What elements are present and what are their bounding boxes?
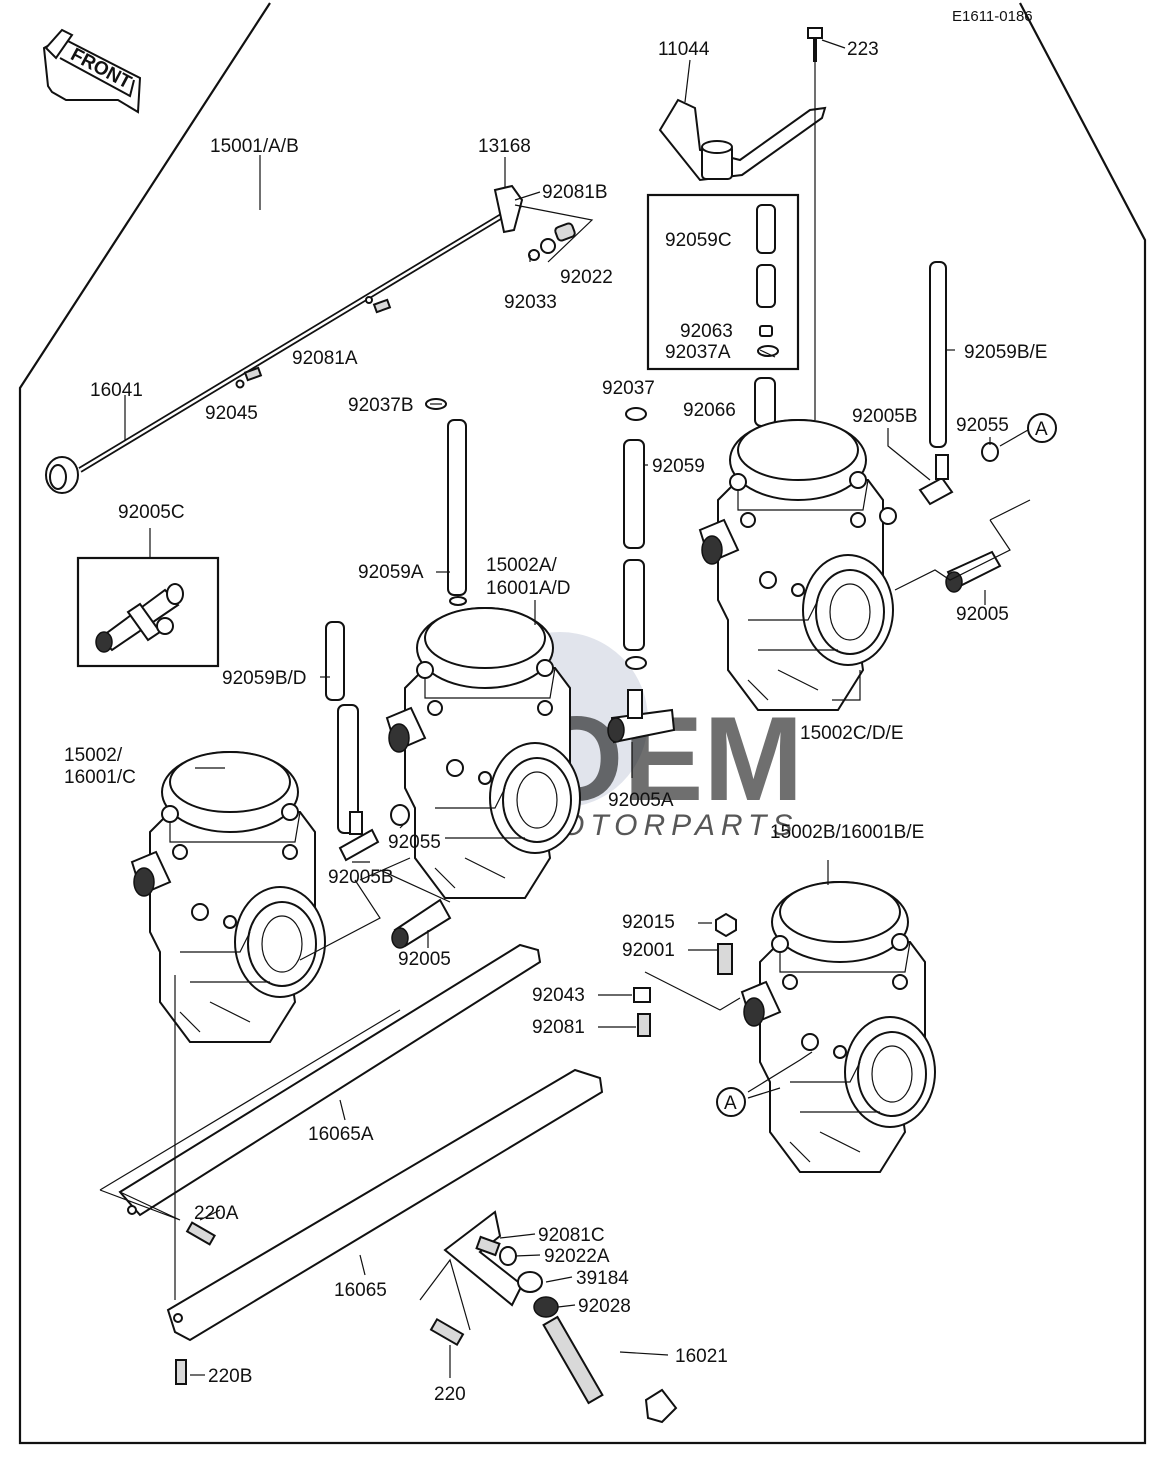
label-92045: 92045 (205, 403, 258, 424)
label-92055-top: 92055 (956, 415, 1009, 436)
label-92059BE: 92059B/E (964, 342, 1047, 363)
carburetor-center (386, 607, 581, 899)
label-92037A: 92037A (665, 342, 731, 363)
label-92043: 92043 (532, 985, 585, 1006)
label-92081: 92081 (532, 1017, 585, 1038)
label-13168: 13168 (478, 136, 531, 157)
label-16001AD: 16001A/D (486, 578, 571, 599)
carburetor-bottom-right (741, 881, 936, 1173)
label-92081B: 92081B (542, 182, 608, 203)
fittings (338, 442, 1002, 949)
label-220: 220 (434, 1384, 466, 1405)
label-15002A: 15002A/ (486, 555, 558, 576)
cable-bracket (658, 98, 827, 182)
label-92059A: 92059A (358, 562, 424, 583)
label-92005A: 92005A (608, 790, 674, 811)
label-92081C: 92081C (538, 1225, 605, 1246)
label-ref-a-bottom: A (724, 1093, 737, 1114)
label-11044: 11044 (658, 39, 710, 60)
carburetor-left (131, 751, 326, 1043)
hose-kit-box (646, 193, 800, 371)
label-92055-mid: 92055 (388, 832, 441, 853)
screw-223 (807, 27, 823, 420)
reference-a-top (1027, 413, 1057, 443)
label-15002: 15002/ (64, 745, 123, 766)
label-92001: 92001 (622, 940, 675, 961)
lever-13168 (493, 184, 576, 261)
label-92059BD: 92059B/D (222, 668, 307, 689)
tee-joint-92005C (95, 583, 184, 653)
tee-joint-box (76, 556, 220, 668)
label-92033: 92033 (504, 292, 557, 313)
label-92037B: 92037B (348, 395, 414, 416)
label-15002CDE: 15002C/D/E (800, 723, 904, 744)
label-92022: 92022 (560, 267, 613, 288)
small-spring-92081A (235, 296, 392, 389)
label-92081A: 92081A (292, 348, 358, 369)
label-92028: 92028 (578, 1296, 631, 1317)
label-92059: 92059 (652, 456, 705, 477)
front-arrow-icon: FRONT (42, 28, 142, 114)
diagram-frame (18, 2, 1147, 1445)
label-223: 223 (847, 39, 879, 60)
carburetor-top-right (699, 419, 894, 711)
label-16001C: 16001/C (64, 767, 136, 788)
leader-lines (99, 39, 1031, 1378)
label-16065A: 16065A (308, 1124, 374, 1145)
label-ref-a-top: A (1035, 419, 1048, 440)
label-92005-right: 92005 (956, 604, 1009, 625)
label-92015: 92015 (622, 912, 675, 933)
diagram-code: E1611-0186 (952, 8, 1033, 25)
part-labels: 11044 223 15001/A/B 13168 92081B 92022 9… (64, 39, 1048, 1405)
label-92063: 92063 (680, 321, 733, 342)
label-15002B: 15002B/16001B/E (770, 822, 924, 843)
bottom-right-small-parts (633, 912, 737, 1037)
stay-plates (118, 943, 604, 1342)
label-39184: 39184 (576, 1268, 629, 1289)
label-220A: 220A (194, 1203, 239, 1224)
label-220B: 220B (208, 1366, 252, 1387)
label-92037: 92037 (602, 378, 655, 399)
label-16041: 16041 (90, 380, 143, 401)
label-92066: 92066 (683, 400, 736, 421)
label-92022A: 92022A (544, 1246, 610, 1267)
label-16065: 16065 (334, 1280, 387, 1301)
throttle-stop-bracket (175, 1210, 678, 1424)
hose-kit-parts (756, 204, 779, 357)
label-92005-left: 92005 (398, 949, 451, 970)
label-92005B-mid: 92005B (328, 867, 394, 888)
label-92005C: 92005C (118, 502, 185, 523)
reference-a-bottom (716, 1087, 746, 1117)
label-15001AB: 15001/A/B (210, 136, 299, 157)
label-92059C: 92059C (665, 230, 732, 251)
hoses (325, 261, 947, 834)
label-92005B-top: 92005B (852, 406, 918, 427)
choke-shaft (45, 202, 522, 494)
label-16021: 16021 (675, 1346, 728, 1367)
